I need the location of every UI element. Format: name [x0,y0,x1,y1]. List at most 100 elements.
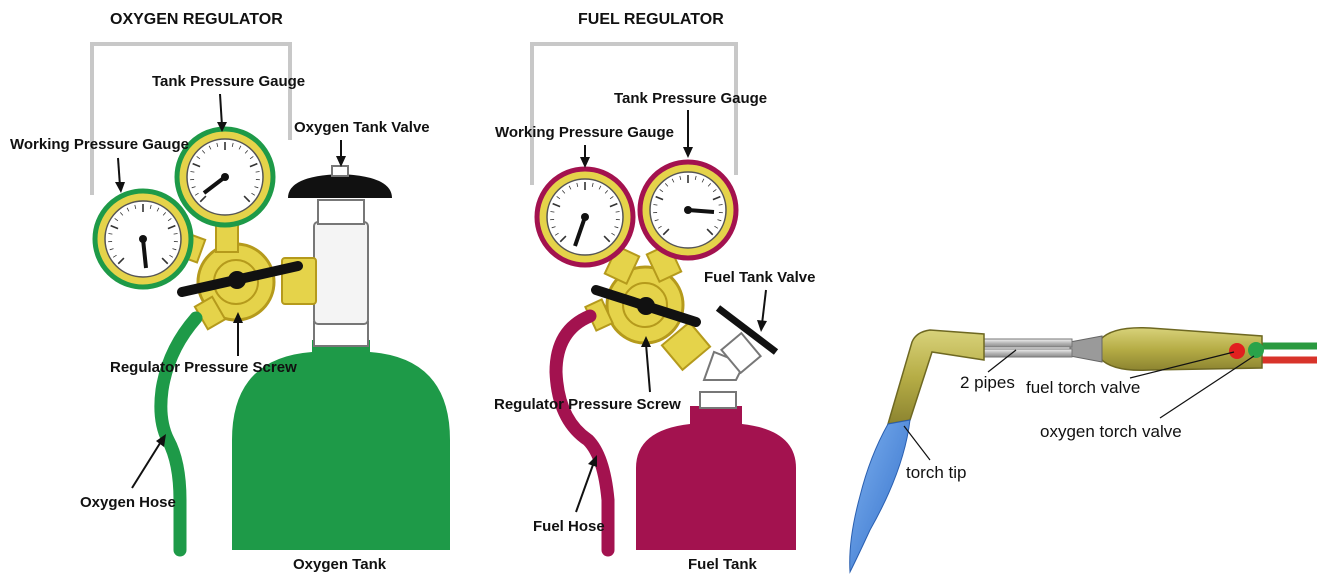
gauge-tick [117,257,125,265]
gauge-tick [243,195,251,203]
gauge-tick [694,175,697,180]
gauge-tick [216,142,219,147]
torch-section: 2 pipes fuel torch valve oxygen torch va… [849,327,1317,574]
gauge-tick [134,204,137,209]
gauge-tick [706,228,714,236]
gauge-tick [654,219,659,222]
gauge-tick [614,226,619,229]
oxygen-working-gauge-ticks [108,204,178,265]
torch-mixer [1069,335,1103,363]
oxygen-torch-valve-label: oxygen torch valve [1040,422,1182,441]
fuel-tank-gauge-label: Tank Pressure Gauge [614,90,767,107]
gauge-tick [119,212,124,216]
oxygen-working-gauge-needle [141,238,148,269]
gauge-tick [167,218,172,222]
fuel-tank-neck [699,391,737,409]
gauge-tick [109,248,114,251]
gauge-tick [568,185,572,190]
fuel-screw-label: Regulator Pressure Screw [494,396,681,413]
torch-handle [1099,327,1263,371]
oxygen-valve-handwheel [288,174,392,198]
torch-tip-pointer [903,425,931,461]
fuel-hose-arrow [575,461,595,513]
fuel-tank-valve-arrow [761,289,767,325]
oxygen-tank-gauge-arrow [219,93,223,127]
gauge-tick [671,178,675,183]
gauge-tick [554,232,559,236]
fuel-working-gauge-label: Working Pressure Gauge [495,124,674,141]
fuel-tank [636,406,796,550]
fuel-working-gauge-needle [573,216,587,247]
fuel-torch-valve-label: fuel torch valve [1026,378,1140,397]
fuel-hose [549,309,615,557]
gauge-tick [201,150,206,154]
gauge-tick [609,196,614,200]
fuel-tank-valve-label: Fuel Tank Valve [704,269,815,286]
fuel-valve-stem [719,331,763,375]
torch-flame [849,419,911,574]
gauge-tick [556,196,561,200]
torch-pipe-upper [981,338,1073,348]
gauge-tick [701,178,705,183]
oxygen-hose [154,311,203,557]
gauge-tick [255,171,260,173]
gauge-tick [156,207,160,212]
gauge-tick [679,175,682,180]
gauge-tick [244,150,249,154]
gauge-tick [664,183,669,187]
oxygen-working-gauge-arrow [117,157,121,187]
oxygen-tank-gauge-ticks [190,142,260,203]
gauge-tick [231,142,234,147]
oxygen-hose-label: Oxygen Hose [80,494,176,511]
gauge-tick [659,189,664,193]
oxygen-regulator-title: OXYGEN REGULATOR [110,11,283,28]
fuel-tank-gauge-needle [687,208,715,214]
gauge-tick [552,202,561,208]
oxygen-valve-body [313,221,369,325]
gauge-tick [169,254,174,258]
gauge-tick [191,186,196,189]
gauge-tick [249,156,254,160]
gauge-tick [653,204,658,206]
oxygen-tank-valve-label: Oxygen Tank Valve [294,119,430,136]
torch-pipe-lower [981,348,1073,358]
gauge-tick [717,219,722,222]
fuel-regulator-fitting [660,320,712,372]
gauge-tick [657,225,662,229]
gauge-tick [251,192,256,196]
oxygen-tank-label: Oxygen Tank [293,556,387,573]
oxygen-valve-stem [331,165,349,177]
gauge-tick [173,233,178,235]
fuel-valve-handle [715,305,779,355]
oxygen-torch-valve[interactable] [1248,342,1264,358]
gauge-tick [655,195,664,201]
gauge-tick [714,225,719,229]
fuel-tank-gauge-ticks [653,175,723,236]
gauge-tick [161,257,169,265]
gauge-tick [249,162,258,168]
oxygen-tank [232,340,450,550]
gauge-tick [172,248,177,251]
gauge-tick [561,190,566,194]
fuel-screw-arrow [645,343,651,393]
oxygen-tank-gauge-needle [202,175,227,195]
torch-neck [886,329,985,425]
gauge-tick [199,195,207,203]
gauge-tick [559,235,567,243]
gauge-tick [162,212,167,216]
fuel-regulator-title: FUEL REGULATOR [578,11,724,28]
gauge-tick [112,254,117,258]
oxygen-tank-gauge-label: Tank Pressure Gauge [152,73,305,90]
gauge-tick [196,156,201,160]
torch-tip-label: torch tip [906,463,966,482]
fuel-torch-valve-pointer [1129,351,1235,379]
fuel-section: FUEL REGULATOR Tank [494,11,815,573]
gauge-tick [550,211,555,213]
gauge-tick [126,207,130,212]
gauge-tick [238,145,242,150]
gauge-tick [190,171,195,173]
fuel-torch-valve[interactable] [1229,343,1245,359]
oxygen-tank-neck [313,321,369,347]
gauge-tick [615,211,620,213]
